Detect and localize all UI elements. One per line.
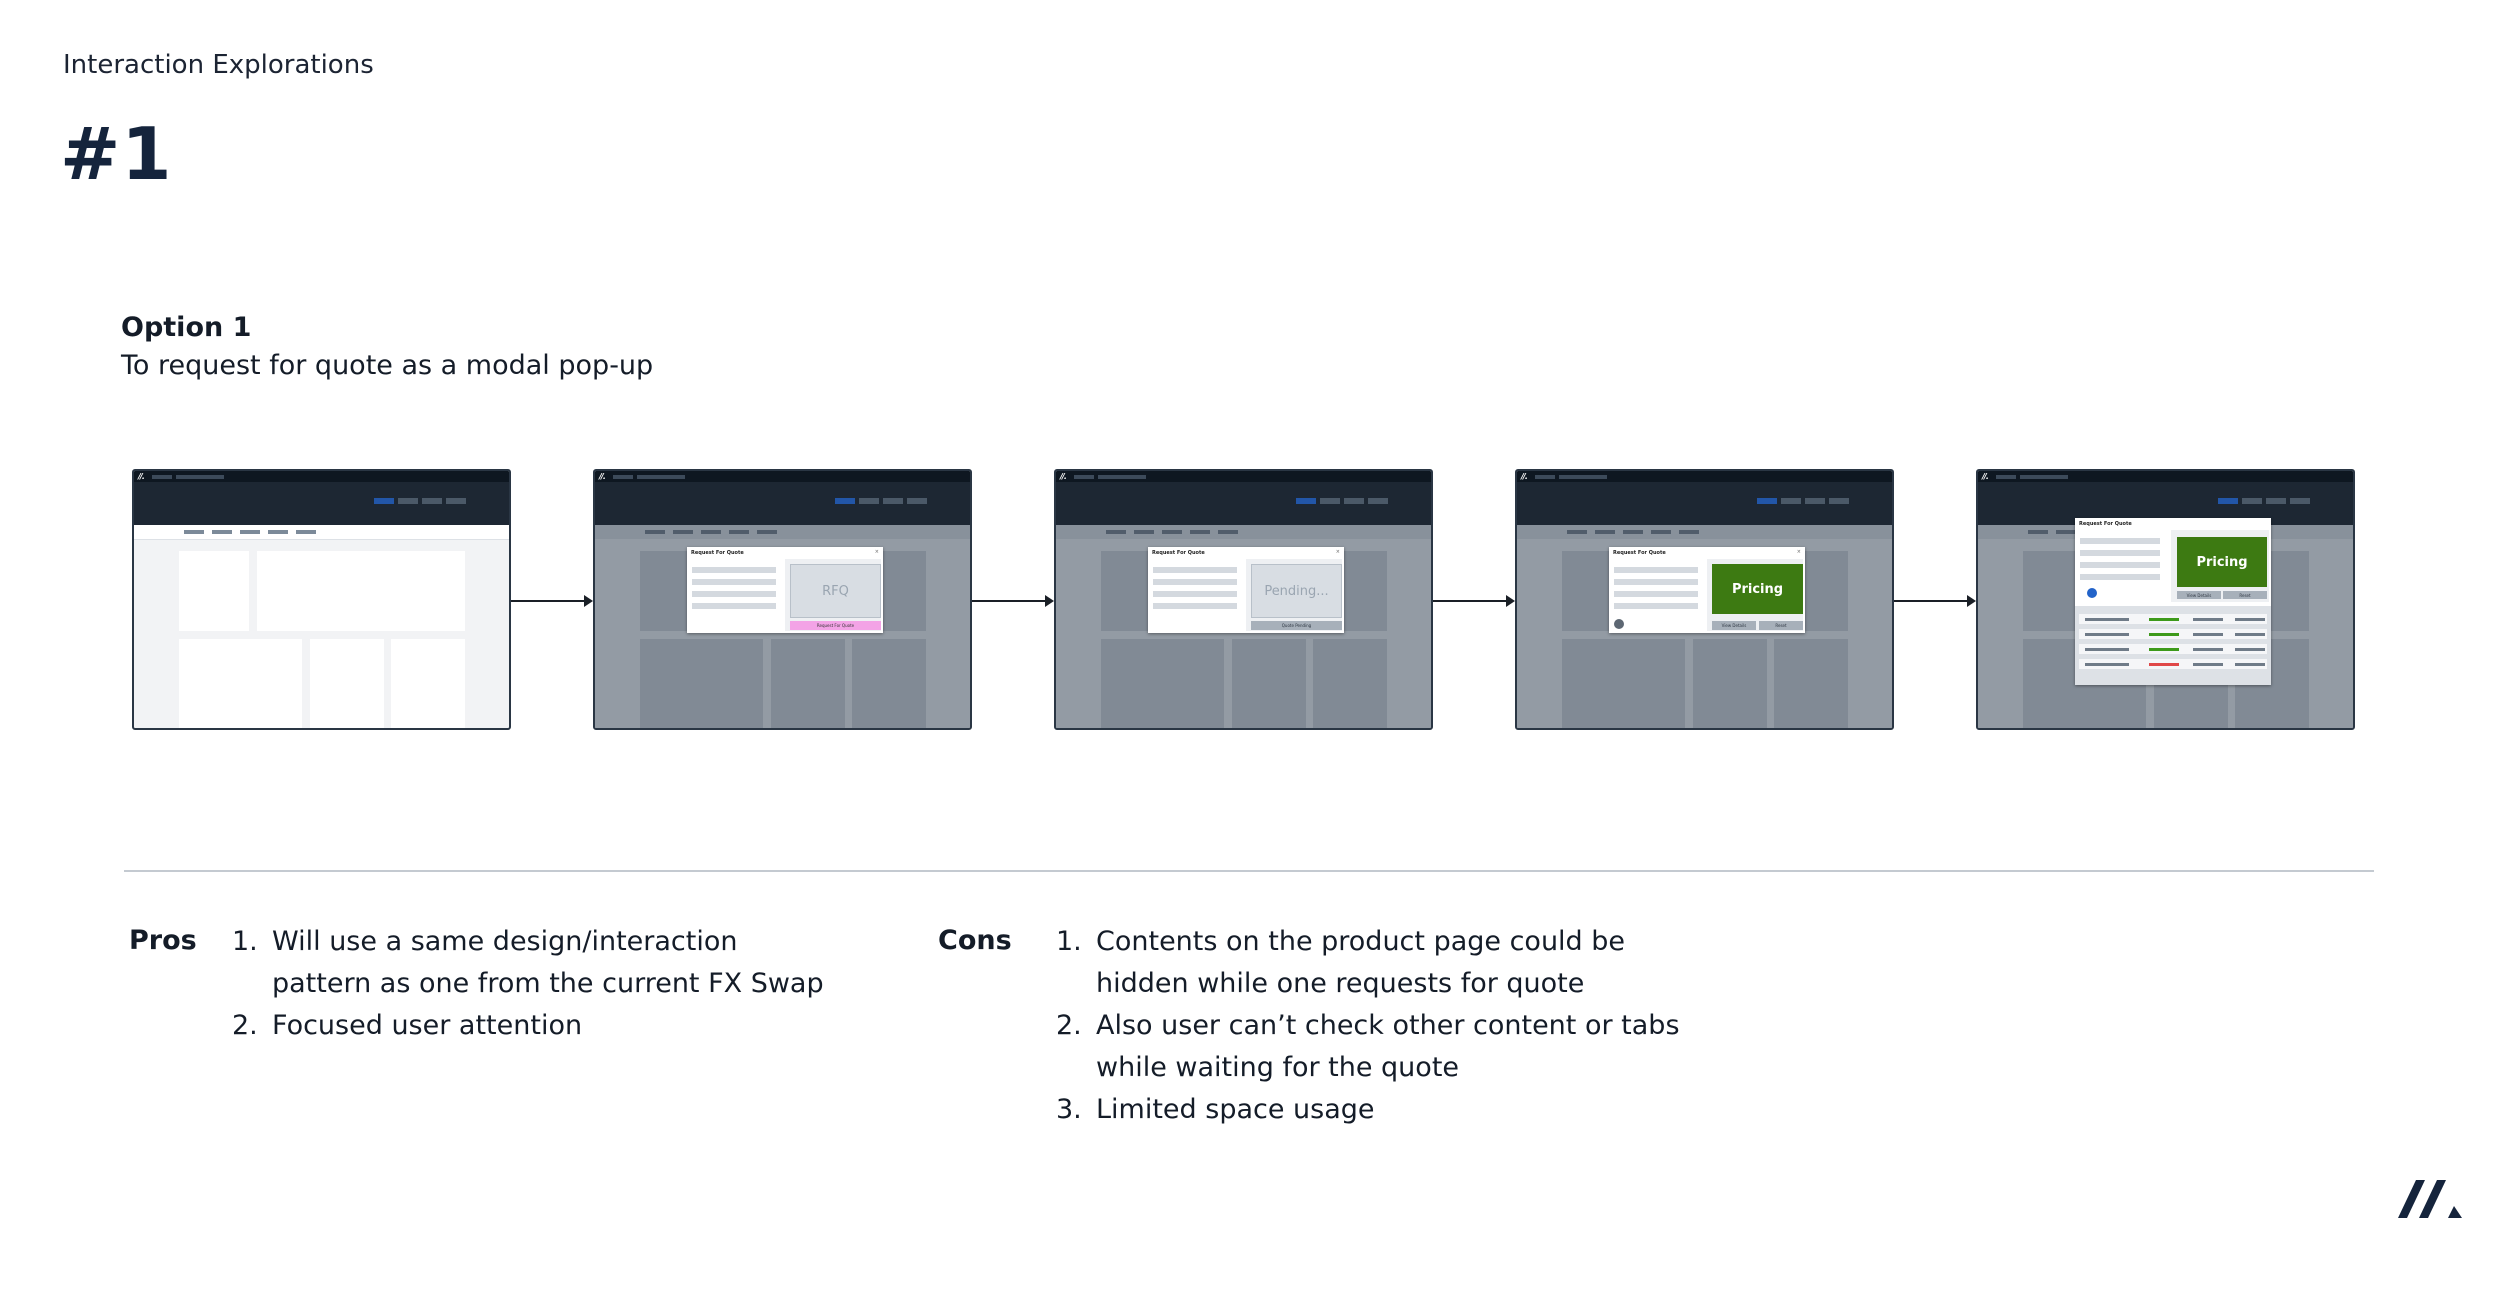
- logo-small-icon: //.: [1060, 472, 1067, 481]
- logo-small-icon: //.: [138, 472, 145, 481]
- pending-status-box: Pending...: [1251, 564, 1342, 618]
- pricing-status-box: Pricing: [2177, 537, 2267, 587]
- flow-arrow-4: [1894, 600, 1968, 602]
- logo-small-icon: //.: [1982, 472, 1989, 481]
- view-details-button[interactable]: View Details: [2177, 591, 2221, 599]
- flow-step-pricing: //. Request For Quote × Pricing View Det…: [1515, 469, 1894, 730]
- close-icon[interactable]: ×: [874, 549, 879, 555]
- arrow-head-icon: [1506, 595, 1515, 607]
- cons-item: 2. Also user can’t check other content o…: [1056, 1010, 1680, 1083]
- brand-logo-icon: [2398, 1180, 2462, 1218]
- pros-item: 1. Will use a same design/interaction pa…: [232, 926, 824, 999]
- pricing-status-box: Pricing: [1712, 564, 1803, 614]
- pricing-modal: Request For Quote × Pricing View Details…: [1609, 547, 1805, 633]
- pros-list: 1. Will use a same design/interaction pa…: [232, 921, 824, 1047]
- cons-item: 1. Contents on the product page could be…: [1056, 926, 1626, 999]
- cons-list: 1. Contents on the product page could be…: [1056, 921, 1680, 1131]
- flow-step-rfq: //. Request For Quote × RFQ Request For …: [593, 469, 972, 730]
- app-topbar: //.: [134, 471, 509, 482]
- close-icon[interactable]: ×: [1796, 549, 1801, 555]
- flow-arrow-3: [1433, 600, 1507, 602]
- arrow-head-icon: [1045, 595, 1054, 607]
- product-subnav: [134, 525, 509, 540]
- page-subtitle: Interaction Explorations: [63, 50, 374, 80]
- flow-step-product-page: //.: [132, 469, 511, 730]
- app-header: [134, 482, 509, 525]
- rfq-status-box: RFQ: [790, 564, 881, 618]
- view-details-button[interactable]: View Details: [1712, 621, 1756, 630]
- modal-title: Request For Quote: [1152, 550, 1205, 556]
- modal-title: Request For Quote: [2079, 521, 2132, 527]
- rfq-modal: Request For Quote × RFQ Request For Quot…: [687, 547, 883, 633]
- option-description: To request for quote as a modal pop-up: [121, 350, 654, 381]
- avatar-dot-icon: [1614, 619, 1624, 629]
- reset-button[interactable]: Reset: [1759, 621, 1803, 630]
- cons-item: 3. Limited space usage: [1056, 1094, 1375, 1125]
- quote-pending-button[interactable]: Quote Pending: [1251, 621, 1342, 630]
- arrow-head-icon: [1967, 595, 1976, 607]
- flow-step-pricing-expanded: //. Request For Quote Pricing View Detai…: [1976, 469, 2355, 730]
- logo-small-icon: //.: [1521, 472, 1528, 481]
- product-content: [134, 539, 509, 728]
- logo-small-icon: //.: [599, 472, 606, 481]
- arrow-head-icon: [584, 595, 593, 607]
- flow-arrow-2: [972, 600, 1046, 602]
- quote-table: [2075, 606, 2271, 685]
- pending-modal: Request For Quote × Pending... Quote Pen…: [1148, 547, 1344, 633]
- flow-arrow-1: [511, 600, 585, 602]
- pros-label: Pros: [129, 925, 197, 956]
- request-for-quote-button[interactable]: Request For Quote: [790, 621, 881, 630]
- pricing-expanded-modal: Request For Quote Pricing View Details R…: [2075, 518, 2271, 685]
- status-dot-icon: [2087, 588, 2097, 598]
- modal-title: Request For Quote: [1613, 550, 1666, 556]
- section-divider: [124, 870, 2374, 872]
- close-icon[interactable]: ×: [1335, 549, 1340, 555]
- page-number-title: #1: [60, 112, 173, 196]
- pros-item: 2. Focused user attention: [232, 1010, 583, 1041]
- cons-label: Cons: [938, 925, 1012, 956]
- reset-button[interactable]: Reset: [2223, 591, 2267, 599]
- option-title: Option 1: [121, 312, 252, 343]
- flow-step-pending: //. Request For Quote × Pending... Quote…: [1054, 469, 1433, 730]
- modal-title: Request For Quote: [691, 550, 744, 556]
